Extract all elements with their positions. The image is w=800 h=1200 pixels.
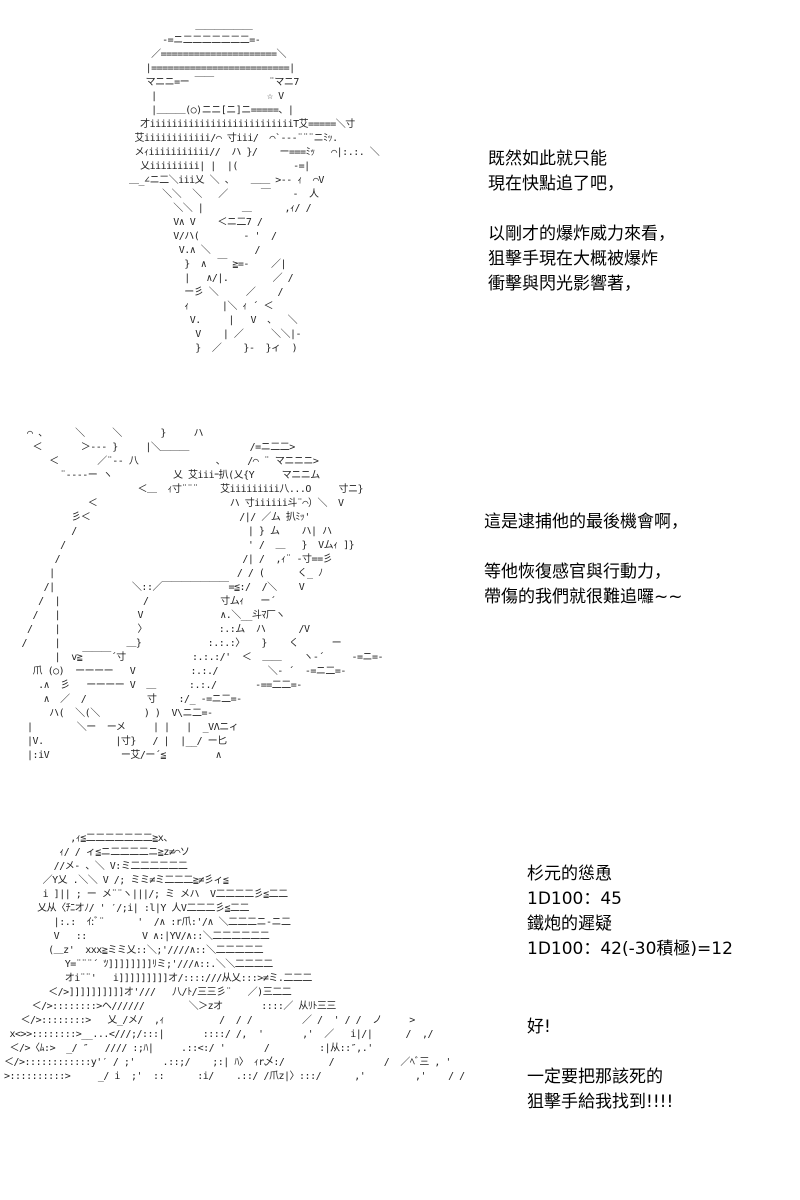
- ascii-art-soldier-cap: ＿＿＿＿＿＿ -=ニ二二二二二二二=- ／===================…: [129, 21, 380, 354]
- ascii-art-soldier-aiming: ⌒ 、 ＼ ＼ } ハ ＜ ＞‐-‐ } |＼＿＿＿ /=ニ二二> ＜ ／¨-‐…: [21, 428, 384, 761]
- dialogue-find-sniper: 好! 一定要把那該死的 狙擊手給我找到!!!!: [527, 1017, 674, 1112]
- dialogue-last-chance: 這是逮捕他的最後機會啊， 等他恢復感官與行動力， 帶傷的我們就很難追囉~~: [484, 512, 688, 607]
- panel-3: ,ｨ≦二二二二二二二≧x、 ｨ/ / ィ≦ニ二二二二ニ≧z≠⌒ソ //メ- 、＼…: [0, 822, 800, 1200]
- panel-1: ＿＿＿＿＿＿ -=ニ二二二二二二二=- ／===================…: [0, 0, 800, 405]
- dialogue-chase-sniper: 既然如此就只能 現在快點追了吧， 以剛才的爆炸威力來看， 狙擊手現在大概被爆炸 …: [488, 149, 675, 294]
- panel-2: ⌒ 、 ＼ ＼ } ハ ＜ ＞‐-‐ } |＼＿＿＿ /=ニ二二> ＜ ／¨-‐…: [0, 415, 800, 810]
- dice-roll-results: 杉元的慫恿 1D100：45 鐵炮的遲疑 1D100：42(-30積極)=12: [527, 864, 733, 959]
- ascii-art-soldier-charging: ,ｨ≦二二二二二二二≧x、 ｨ/ / ィ≦ニ二二二二ニ≧z≠⌒ソ //メ- 、＼…: [4, 833, 465, 1082]
